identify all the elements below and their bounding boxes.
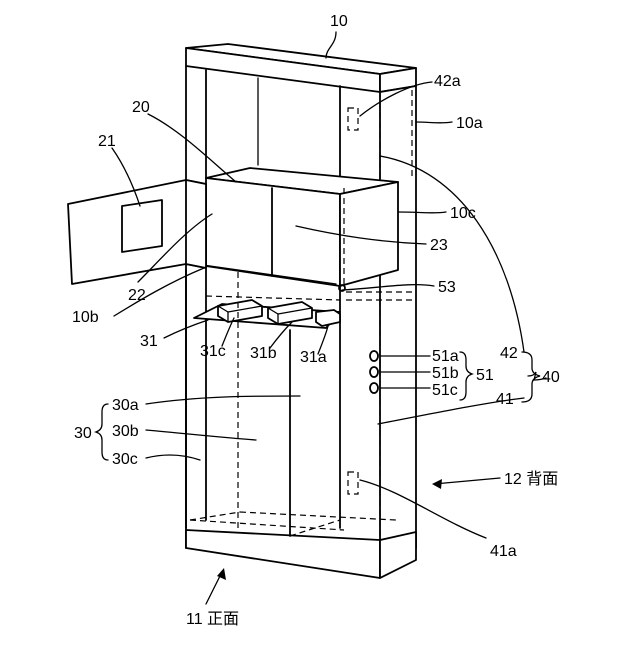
element-42a bbox=[348, 108, 358, 130]
door-edge bbox=[186, 180, 206, 268]
label-42: 42 bbox=[500, 345, 518, 362]
upper-unit-20 bbox=[196, 168, 398, 286]
label-31c: 31c bbox=[200, 343, 226, 360]
label-10a: 10a bbox=[456, 115, 483, 132]
label-11-front: 11 正面 bbox=[186, 611, 239, 628]
port-51c bbox=[370, 383, 378, 393]
label-31: 31 bbox=[140, 333, 158, 350]
label-10: 10 bbox=[330, 13, 348, 30]
unit-31a bbox=[316, 310, 340, 326]
label-30b: 30b bbox=[112, 423, 139, 440]
label-40: 40 bbox=[542, 369, 560, 386]
label-30c: 30c bbox=[112, 451, 138, 468]
door-window bbox=[122, 200, 162, 252]
label-12-back: 12 背面 bbox=[504, 470, 558, 488]
label-51b: 51b bbox=[432, 365, 459, 382]
label-31a: 31a bbox=[300, 349, 327, 366]
label-30a: 30a bbox=[112, 397, 139, 414]
upper-unit-front bbox=[206, 178, 340, 286]
label-22: 22 bbox=[128, 287, 146, 304]
label-53: 53 bbox=[438, 279, 456, 296]
element-41a bbox=[348, 472, 358, 494]
label-41: 41 bbox=[496, 391, 514, 408]
label-30: 30 bbox=[74, 425, 92, 442]
label-10b: 10b bbox=[72, 309, 99, 326]
port-51a bbox=[370, 351, 378, 361]
upper-unit-side-10c bbox=[340, 182, 398, 286]
label-51a: 51a bbox=[432, 348, 459, 365]
label-20: 20 bbox=[132, 99, 150, 116]
label-21: 21 bbox=[98, 133, 116, 150]
base-side-face bbox=[380, 532, 416, 578]
label-23: 23 bbox=[430, 237, 448, 254]
label-41a: 41a bbox=[490, 543, 517, 560]
label-42a: 42a bbox=[434, 73, 461, 90]
shelf-31 bbox=[194, 300, 340, 328]
port-51b bbox=[370, 367, 378, 377]
label-51c: 51c bbox=[432, 382, 458, 399]
label-31b: 31b bbox=[250, 345, 277, 362]
label-10c: 10c bbox=[450, 205, 476, 222]
label-51: 51 bbox=[476, 367, 494, 384]
base-front-face bbox=[186, 530, 380, 578]
side-elements bbox=[348, 108, 378, 494]
